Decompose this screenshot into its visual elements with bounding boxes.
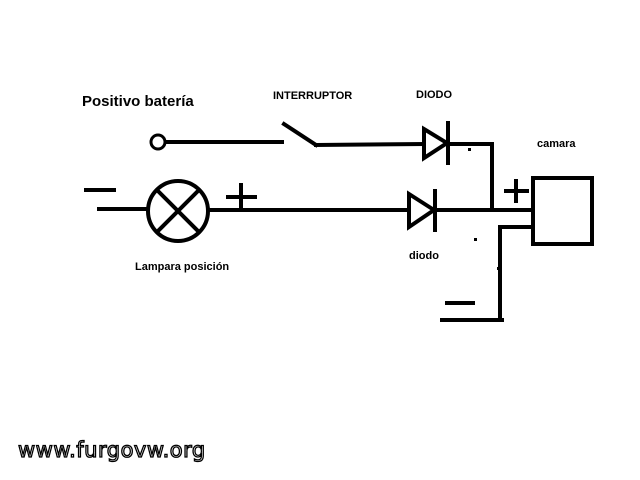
- diode-bottom-label: diodo: [409, 250, 439, 262]
- switch-label: INTERRUPTOR: [273, 90, 353, 102]
- diode-top-label: DIODO: [416, 89, 453, 101]
- watermark: www.furgovw.org: [17, 437, 206, 462]
- camera-label: camara: [537, 138, 576, 150]
- dot-mark: [474, 238, 477, 241]
- lamp-label: Lampara posición: [135, 261, 230, 273]
- dot-mark: [468, 148, 471, 151]
- battery-terminal: [149, 133, 167, 151]
- wire-switch-to-diode: [313, 141, 427, 148]
- camera-box: [531, 176, 594, 246]
- battery-positive-label: Positivo batería: [82, 93, 194, 110]
- diode-top-body: [422, 125, 451, 162]
- dot-mark: [497, 267, 500, 270]
- lamp-cross-b: [154, 187, 202, 235]
- diode-bottom-body: [407, 190, 438, 231]
- switch-blade: [281, 121, 319, 148]
